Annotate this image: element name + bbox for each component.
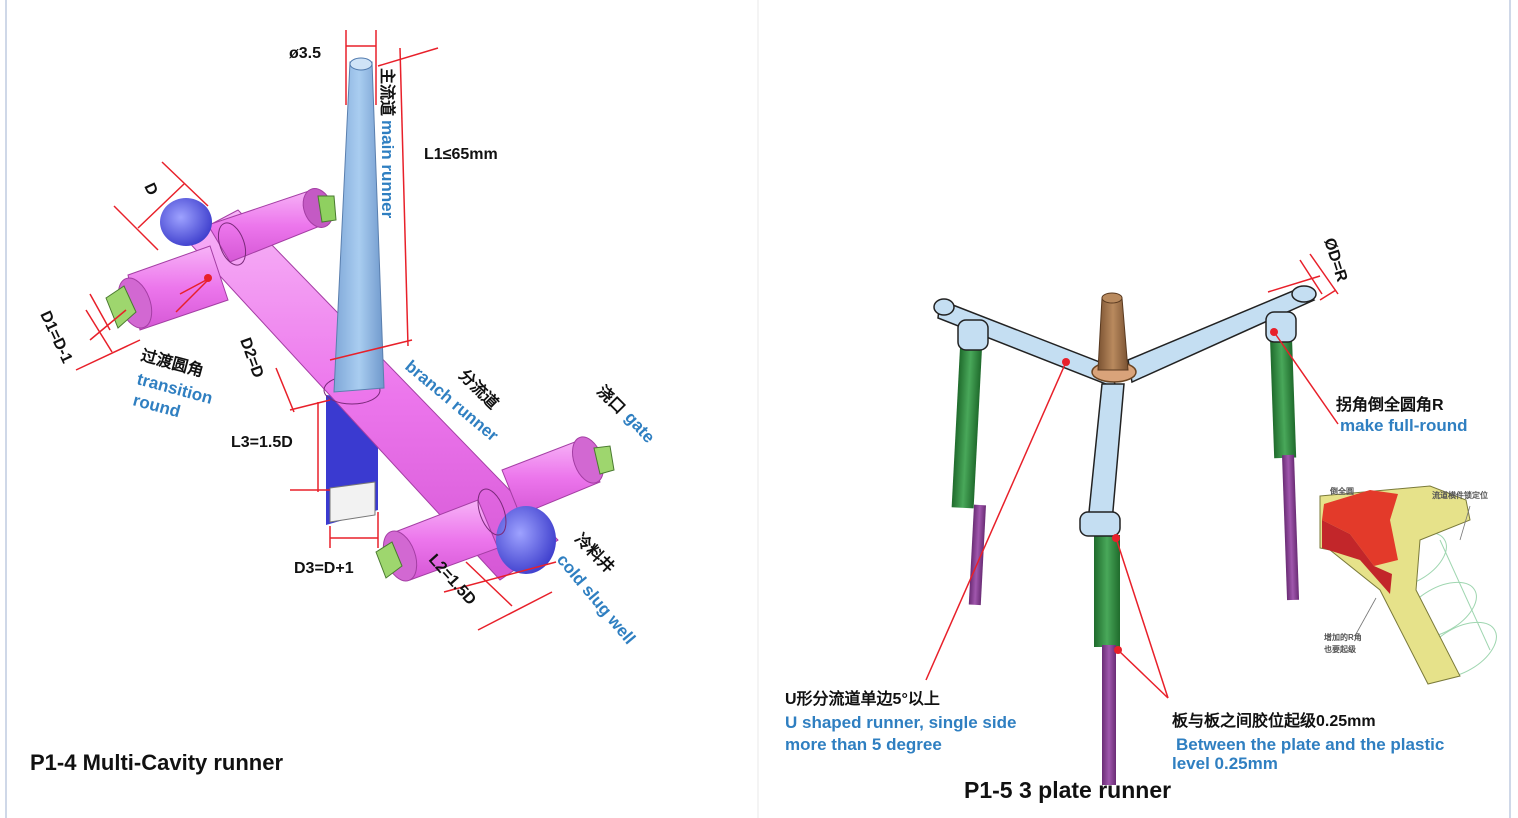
caption-left: P1-4 Multi-Cavity runner (30, 750, 283, 775)
inset-detail-image: 倒全圆 流道横件锁定位 增加的R角 也要起级 (1319, 480, 1504, 685)
inset-label-2: 流道横件锁定位 (1432, 490, 1488, 500)
label-main-runner-en: main runner (378, 120, 397, 219)
label-gate-cn: 浇口 (593, 381, 629, 417)
label-l1: L1≤65mm (424, 146, 498, 163)
inset-red-fillet (1322, 490, 1398, 566)
sprue-right (1097, 297, 1129, 371)
gate-right (593, 445, 615, 475)
label-d1: D1=D-1 (36, 309, 75, 367)
label-fullround-en: make full-round (1340, 416, 1468, 435)
label-gate-en: gate (621, 408, 659, 447)
label-u-runner-cn: U形分流道单边5°以上 (785, 689, 940, 708)
inset-label-1: 倒全圆 (1329, 486, 1354, 496)
label-plate-cn: 板与板之间胶位起级0.25mm (1172, 711, 1376, 730)
gate-upper (317, 195, 337, 223)
gate-left (105, 285, 137, 329)
cold-slug-well-top (160, 198, 212, 246)
gate-lower (375, 541, 403, 579)
label-fullround-cn: 拐角倒全圆角R (1336, 395, 1444, 414)
caption-right: P1-5 3 plate runner (964, 777, 1171, 803)
cold-slug-well-bottom (496, 506, 556, 574)
label-plate-en-1: Between the plate and the plastic (1176, 735, 1444, 754)
sprue-cone (333, 61, 385, 393)
label-sprue-diameter: ø3.5 (289, 45, 321, 62)
leg-right-purple (1282, 454, 1300, 601)
inset-label-4: 也要起级 (1324, 644, 1357, 654)
inset-label-3: 增加的R角 (1324, 632, 1362, 642)
label-d2: D2=D (236, 336, 266, 381)
leg-center-purple (1102, 645, 1116, 785)
leg-left-purple (968, 504, 986, 606)
label-od-r: ØD=R (1320, 236, 1350, 284)
sprue-top (349, 57, 373, 71)
three-plate-runner-model (933, 285, 1317, 785)
label-d3: D3=D+1 (294, 560, 354, 577)
label-d: D (140, 181, 160, 199)
main-branch-runner (184, 209, 559, 581)
right-leader-lines (925, 253, 1339, 699)
multi-cavity-runner-model (105, 57, 615, 582)
label-plate-en-2: level 0.25mm (1172, 754, 1278, 773)
label-l3: L3=1.5D (231, 434, 293, 451)
leg-center-green (1094, 535, 1120, 647)
label-u-runner-en-2: more than 5 degree (785, 735, 942, 754)
label-u-runner-en-1: U shaped runner, single side (785, 713, 1016, 732)
runner-arm-center (1087, 383, 1125, 523)
label-main-runner-cn: 主流道 (378, 68, 397, 116)
left-dimension-lines (75, 30, 557, 631)
leg-left-green (951, 347, 982, 509)
leg-right-green (1270, 337, 1297, 459)
